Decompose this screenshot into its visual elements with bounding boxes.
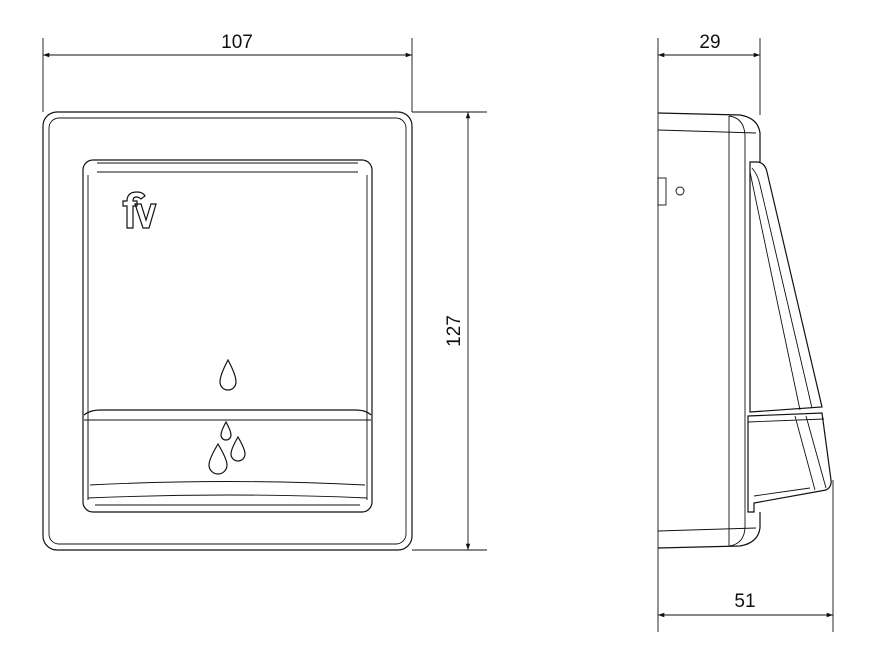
fv-logo — [122, 191, 157, 229]
width-label: 107 — [221, 32, 253, 53]
side-knob — [657, 177, 667, 206]
front-plate-outer — [42, 111, 413, 551]
triple-drop-icon — [208, 420, 246, 475]
side-view — [657, 112, 832, 549]
dispenser-button-outline — [82, 159, 373, 513]
total-depth-label: 51 — [734, 591, 755, 612]
front-plate-inner — [48, 117, 407, 545]
button-profile — [749, 161, 823, 413]
single-drop-icon — [219, 358, 237, 391]
height-label: 127 — [444, 315, 465, 347]
dimension-total-depth: 51 — [658, 480, 834, 632]
dimension-width: 107 — [42, 32, 413, 112]
lower-button-divider — [83, 409, 372, 416]
dimension-height: 127 — [412, 111, 487, 551]
front-view — [42, 111, 413, 551]
depth-label: 29 — [699, 32, 720, 53]
side-screw-icon — [675, 186, 685, 196]
dimension-depth: 29 — [657, 32, 761, 632]
